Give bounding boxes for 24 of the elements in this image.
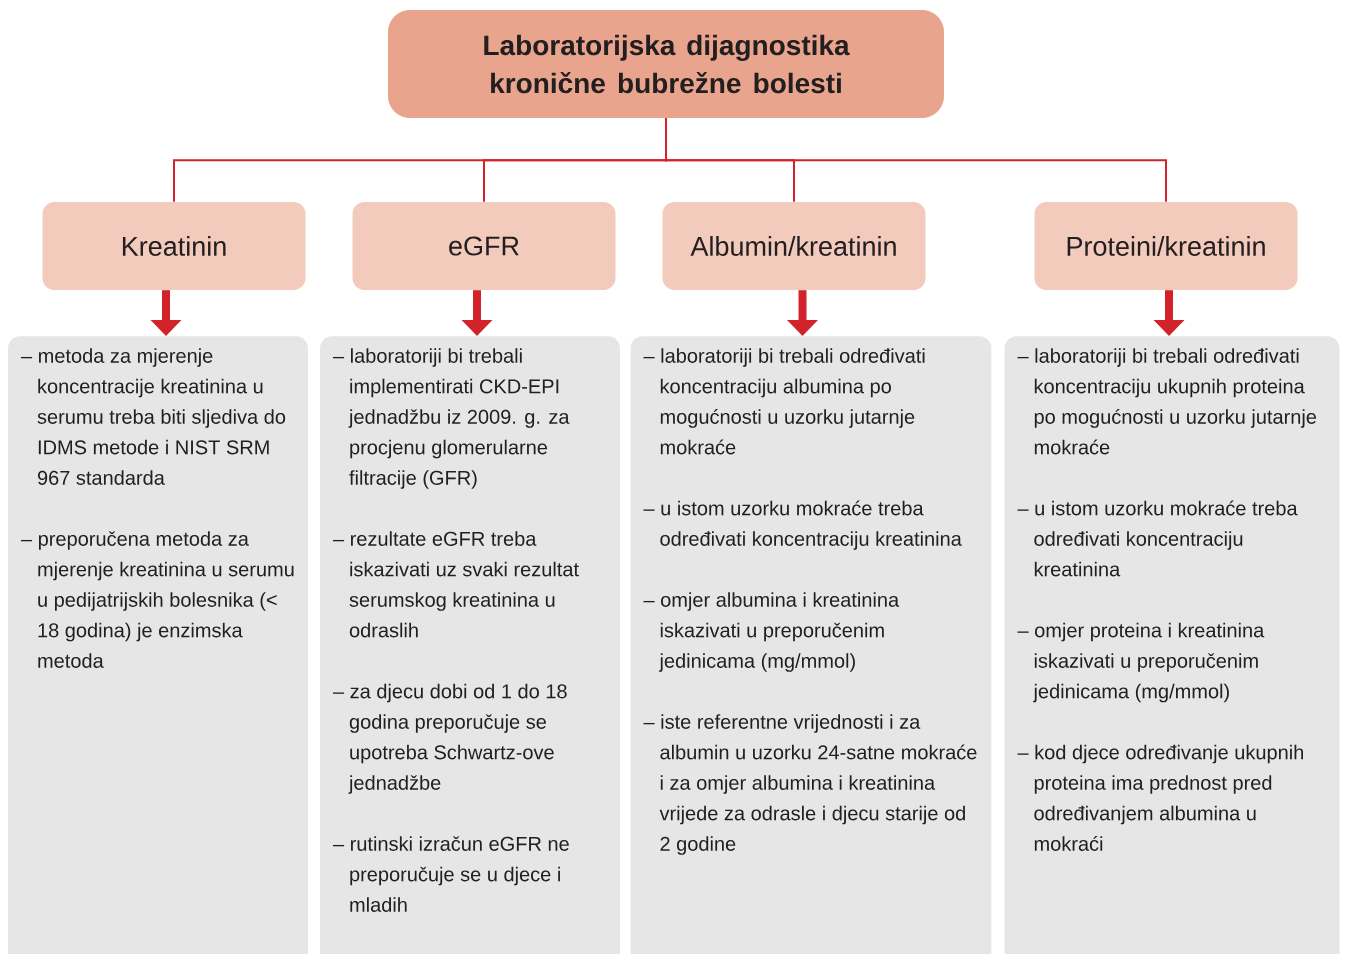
bullet-text: – omjer albumina i kreatinina iskazivati u preporučenim jedinicama (mg/mmol): [643, 592, 900, 672]
bullet-text: – iste referentne vrijednosti i za albumin u uzorku 24-satne mokraće i za omjer albumina i kreatinina vrijede za odrasle i djecu starije od 2 godine: [643, 714, 977, 855]
bullet-text: – kod djece određivanje ukupnih proteina ima prednost pred određivanjem albumina u mokraći: [1017, 744, 1303, 851]
info-panel: [630, 336, 992, 954]
bullet-text: – rezultate eGFR treba iskazivati uz svaki rezultat serumskog kreatinina u odraslih: [333, 531, 579, 638]
info-panel: [320, 336, 620, 954]
bullet-text: – za djecu dobi od 1 do 18 godina preporučuje se upotreba Schwartz-ove jednadžbe: [333, 683, 567, 794]
title-box: Laboratorijska dijagnostika kronične bubrežne bolesti: [388, 10, 944, 118]
info-panel: [1004, 336, 1340, 954]
category-box: Kreatinin: [42, 202, 306, 290]
bullet-text: – rutinski izračun eGFR ne preporučuje se u djece i mladih: [333, 836, 569, 912]
bullet-text: – u istom uzorku mokraće treba određivati koncentraciju kreatinina: [643, 500, 962, 550]
bullet-text: – laboratoriji bi trebali implementirati CKD-EPI jednadžbu iz 2009. g. za procjenu glomerularne filtracije (GFR): [333, 348, 570, 489]
category-box: Albumin/kreatinin: [662, 202, 926, 290]
connector-line: [665, 117, 1167, 203]
category-box: Proteini/kreatinin: [1034, 202, 1298, 290]
info-panel: [8, 336, 308, 954]
bullet-text: – laboratoriji bi trebali određivati koncentraciju ukupnih proteina po mogućnosti u uzorku jutarnje mokraće: [1017, 348, 1317, 455]
category-box: eGFR: [352, 202, 616, 290]
bullet-text: – metoda za mjerenje koncentracije kreatinina u serumu treba biti sljediva do IDMS metode i NIST SRM 967 standarda: [21, 348, 286, 485]
bullet-text: – omjer proteina i kreatinina iskazivati u preporučenim jedinicama (mg/mmol): [1017, 622, 1265, 703]
bullet-text: – laboratoriji bi trebali određivati koncentraciju albumina po mogućnosti u uzorku jutarnje mokraće: [643, 348, 925, 455]
bullet-text: – u istom uzorku mokraće treba određivati koncentraciju kreatinina: [1017, 500, 1298, 577]
bullet-text: – preporučena metoda za mjerenje kreatinina u serumu u pedijatrijskih bolesnika (< 18 godina) je enzimska metoda: [21, 531, 294, 668]
